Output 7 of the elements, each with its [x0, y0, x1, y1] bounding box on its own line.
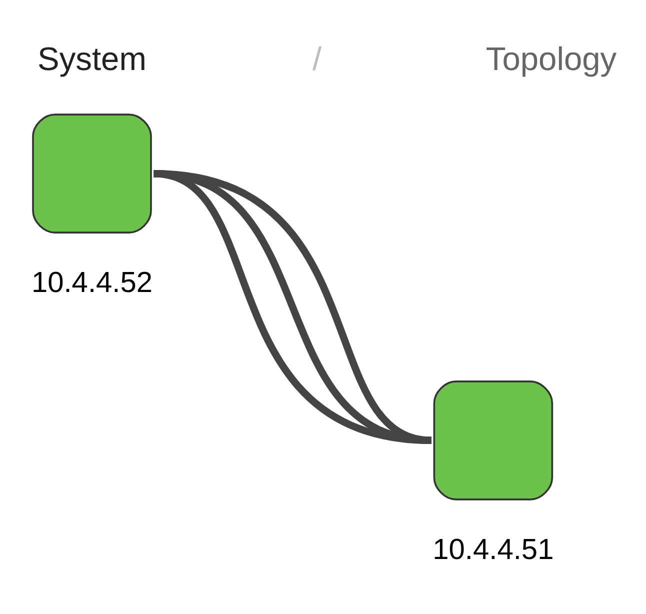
node-label: 10.4.4.52 [31, 267, 153, 300]
label: Topology [486, 40, 617, 77]
label: / [312, 40, 322, 77]
label: System [38, 40, 146, 77]
node-label: 10.4.4.51 [432, 534, 554, 566]
node-box [32, 114, 152, 234]
node-box [433, 380, 554, 500]
